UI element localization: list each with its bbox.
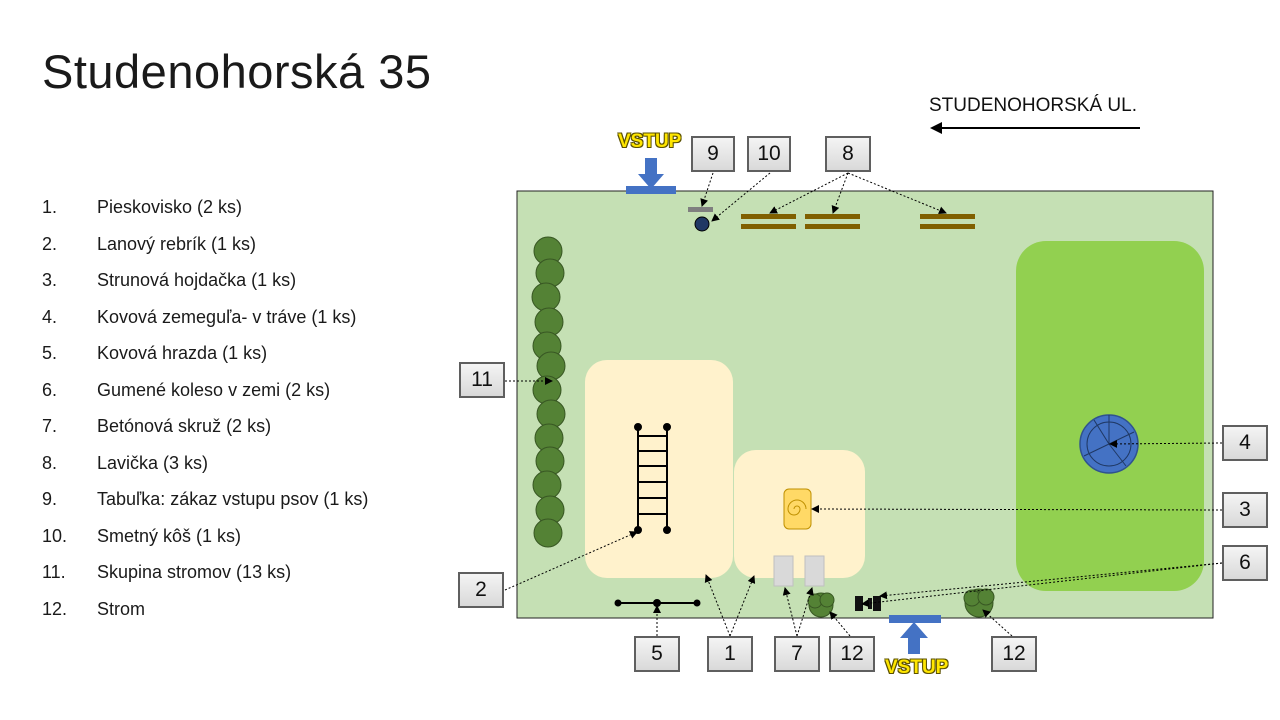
legend-number: 12.	[42, 598, 68, 619]
legend-text: Strunová hojdačka (1 ks)	[97, 270, 297, 290]
legend-text: Strom	[97, 598, 146, 619]
rope-ladder	[634, 423, 671, 534]
legend-number: 4.	[42, 306, 58, 327]
legend-text: Lavička (3 ks)	[97, 452, 209, 473]
legend-text: Tabuľka: zákaz vstupu psov (1 ks)	[97, 489, 369, 509]
legend-number: 3.	[42, 270, 58, 290]
legend-number: 5.	[42, 343, 58, 363]
legend-number: 7.	[42, 416, 58, 436]
no-dogs-sign	[688, 207, 713, 212]
entrance-label-top: VSTUP	[618, 131, 682, 152]
callout-6: 6	[1222, 545, 1268, 581]
legend-text: Kovová zemeguľa- v tráve (1 ks)	[97, 306, 357, 327]
legend-number: 1.	[42, 197, 58, 217]
callout-12: 12	[991, 636, 1037, 672]
legend-text: Gumené koleso v zemi (2 ks)	[97, 379, 331, 400]
legend-number: 2.	[42, 233, 58, 254]
tree	[963, 588, 995, 618]
callout-5: 5	[634, 636, 680, 672]
trash-can	[694, 216, 710, 232]
callout-9: 9	[691, 136, 735, 172]
concrete-ring	[804, 555, 825, 587]
sandbox-large	[585, 360, 733, 578]
legend-text: Betónová skruž (2 ks)	[97, 416, 272, 436]
legend-number: 11.	[42, 562, 66, 582]
callout-1: 1	[707, 636, 753, 672]
callout-4: 4	[1222, 425, 1268, 461]
string-swing	[783, 488, 812, 530]
rubber-wheel	[855, 596, 863, 611]
legend-text: Skupina stromov (13 ks)	[97, 562, 292, 582]
callout-7: 7	[774, 636, 820, 672]
legend-text: Smetný kôš (1 ks)	[97, 525, 242, 546]
legend-text: Pieskovisko (2 ks)	[97, 197, 243, 217]
entrance-bottom-arrow	[889, 615, 941, 654]
tree	[807, 592, 835, 618]
rubber-wheel	[873, 596, 881, 611]
concrete-ring	[773, 555, 794, 587]
legend-number: 10.	[42, 525, 68, 546]
legend-number: 9.	[42, 489, 58, 509]
legend-text: Lanový rebrík (1 ks)	[97, 233, 257, 254]
bench	[741, 214, 796, 229]
callout-12: 12	[829, 636, 875, 672]
callout-2: 2	[458, 572, 504, 608]
callout-8: 8	[825, 136, 871, 172]
callout-3: 3	[1222, 492, 1268, 528]
metal-globe	[1079, 414, 1139, 474]
callout-11: 11	[459, 362, 505, 398]
bench	[805, 214, 860, 229]
leader-lines	[504, 172, 1223, 637]
page-title: Studenohorská 35	[42, 45, 432, 98]
callout-10: 10	[747, 136, 791, 172]
street-arrowhead	[930, 122, 942, 134]
legend-number: 8.	[42, 452, 58, 473]
legend-text: Kovová hrazda (1 ks)	[97, 343, 268, 363]
tree-group	[531, 236, 566, 548]
entrance-label-bottom: VSTUP	[885, 657, 949, 678]
street-label: STUDENOHORSKÁ UL.	[929, 95, 1137, 116]
bench	[920, 214, 975, 229]
entrance-top-arrow	[626, 158, 676, 194]
legend-number: 6.	[42, 379, 58, 400]
